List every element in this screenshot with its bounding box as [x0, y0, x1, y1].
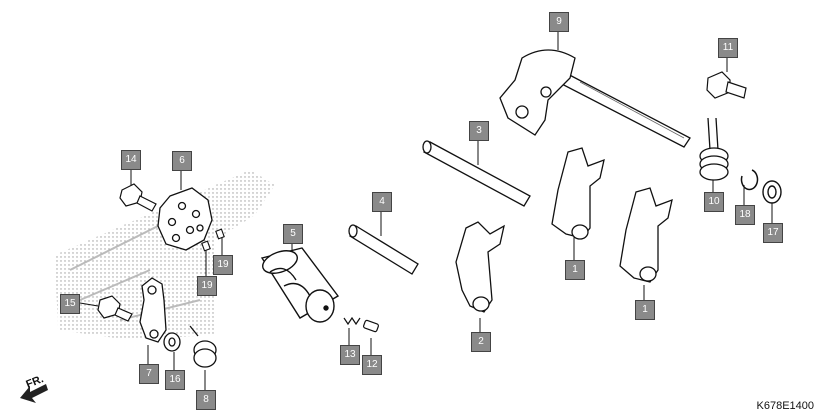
callout-7: 7 — [139, 364, 159, 384]
shift-spindle — [499, 49, 691, 148]
callout-6: 6 — [172, 151, 192, 171]
bolt-15 — [97, 295, 133, 322]
callout-17: 17 — [763, 223, 783, 243]
washer-16 — [163, 332, 181, 352]
callout-14: 14 — [121, 150, 141, 170]
drum-center-6 — [157, 187, 213, 251]
callout-12: 12 — [362, 355, 382, 375]
callout-1b: 1 — [635, 300, 655, 320]
callout-19a: 19 — [213, 255, 233, 275]
callout-13: 13 — [340, 345, 360, 365]
callout-16: 16 — [165, 370, 185, 390]
shift-fork-2 — [455, 221, 505, 313]
callout-19b: 19 — [197, 276, 217, 296]
diagram-code: K678E1400 — [756, 400, 815, 412]
shift-fork-1b — [619, 187, 673, 283]
callout-5: 5 — [283, 224, 303, 244]
stopper-arm-7 — [139, 277, 167, 343]
spring-8 — [189, 325, 217, 368]
callout-9: 9 — [549, 12, 569, 32]
spring-13 — [343, 316, 361, 326]
shift-fork-1a — [551, 147, 605, 240]
callout-18: 18 — [735, 205, 755, 225]
callout-1a: 1 — [565, 260, 585, 280]
bolt-11 — [706, 71, 747, 99]
fork-shaft-4 — [348, 224, 419, 275]
washer-17 — [762, 180, 782, 204]
callout-15: 15 — [60, 294, 80, 314]
shift-drum-5 — [260, 247, 340, 323]
callout-11: 11 — [718, 38, 738, 58]
dowel-pins-19 — [201, 228, 225, 252]
circlip-18 — [740, 169, 759, 191]
callout-3: 3 — [469, 121, 489, 141]
callout-10: 10 — [704, 192, 724, 212]
callout-2: 2 — [471, 332, 491, 352]
bolt-14 — [119, 183, 157, 212]
front-direction-arrow — [20, 384, 48, 403]
return-spring-10 — [699, 117, 729, 181]
callout-8: 8 — [196, 390, 216, 410]
leader-lines — [79, 30, 773, 390]
pin-12 — [363, 319, 379, 333]
callout-4: 4 — [372, 192, 392, 212]
fork-shaft-3 — [422, 140, 531, 207]
